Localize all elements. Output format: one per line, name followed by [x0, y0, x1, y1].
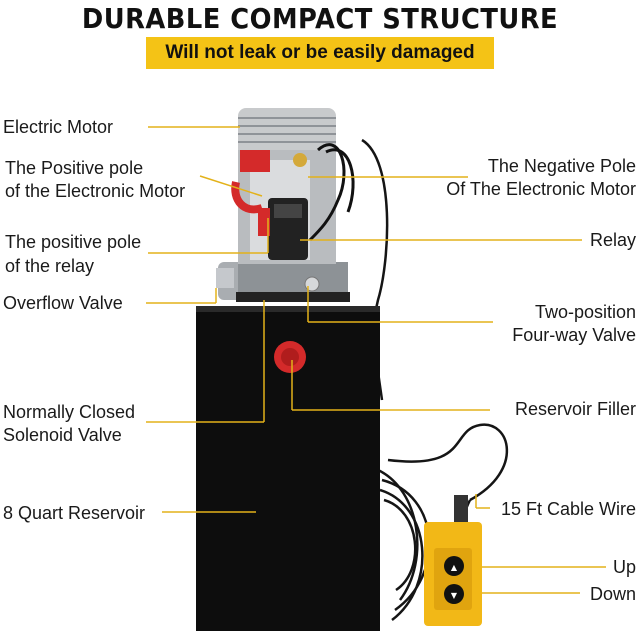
label-negative-pole-2: Of The Electronic Motor: [446, 179, 636, 199]
label-normally-closed-1: Normally Closed: [3, 402, 136, 422]
label-normally-closed-2: Solenoid Valve: [3, 425, 122, 445]
svg-text:▼: ▼: [451, 591, 458, 600]
label-positive-pole-motor-2: of the Electronic Motor: [5, 181, 186, 201]
label-reservoir: 8 Quart Reservoir: [3, 503, 146, 523]
positive-pole-motor-cap: [240, 150, 270, 172]
up-button: [444, 556, 464, 576]
label-up: Up: [612, 557, 636, 577]
label-relay: Relay: [589, 230, 636, 250]
negative-pole-terminal: [293, 153, 307, 167]
subtitle-banner: Will not leak or be easily damaged: [146, 37, 494, 69]
label-overflow-valve: Overflow Valve: [3, 293, 123, 313]
label-positive-pole-relay-1: The positive pole: [5, 232, 142, 252]
label-two-position-2: Four-way Valve: [512, 325, 636, 345]
label-electric-motor: Electric Motor: [3, 117, 114, 137]
label-down: Down: [589, 584, 636, 604]
label-negative-pole-1: The Negative Pole: [487, 156, 636, 176]
label-two-position-1: Two-position: [534, 302, 636, 322]
svg-text:▲: ▲: [451, 563, 458, 572]
leader-lines: [146, 126, 606, 594]
down-button: [444, 584, 464, 604]
pendant-remote: ▲ ▼: [424, 495, 482, 626]
page-title: DURABLE COMPACT STRUCTURE: [81, 2, 559, 35]
label-positive-pole-relay-2: of the relay: [5, 256, 95, 276]
label-cable-wire: 15 Ft Cable Wire: [500, 499, 636, 519]
overflow-valve-fitting: [216, 268, 234, 288]
label-positive-pole-motor-1: The Positive pole: [5, 158, 144, 178]
subtitle-text: Will not leak or be easily damaged: [165, 42, 475, 63]
label-reservoir-filler: Reservoir Filler: [514, 399, 636, 419]
